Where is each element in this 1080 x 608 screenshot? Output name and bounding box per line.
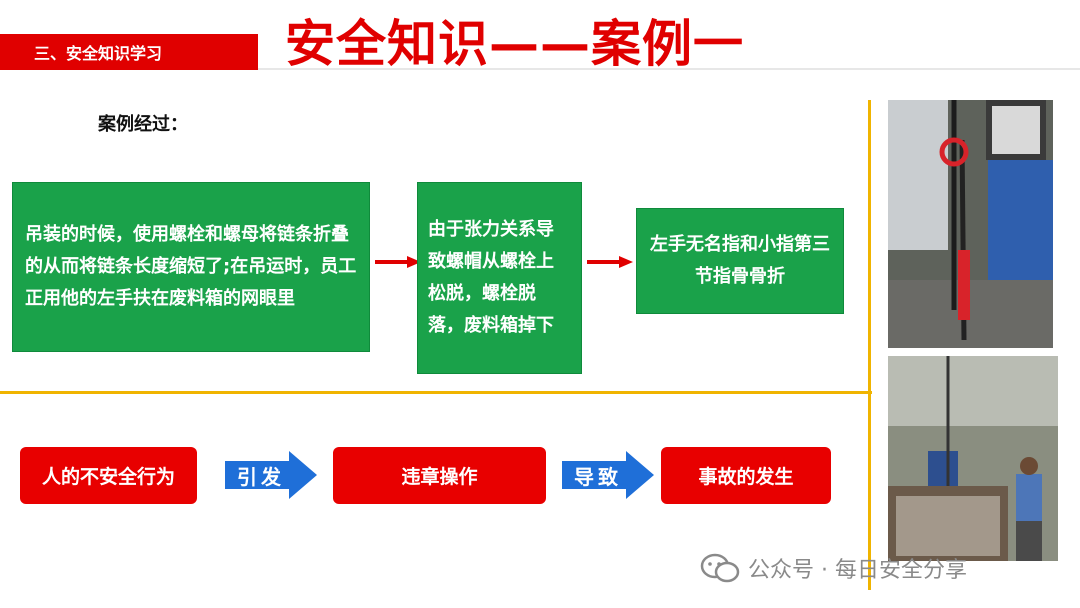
chain-link-cause: 引发 <box>225 451 317 499</box>
chain-node-accident: 事故的发生 <box>661 447 831 504</box>
case-step-3: 左手无名指和小指第三节指骨骨折 <box>636 208 844 314</box>
chain-node-unsafe-behavior: 人的不安全行为 <box>20 447 197 504</box>
case-step-3-text: 左手无名指和小指第三节指骨骨折 <box>647 229 833 293</box>
watermark-text: 公众号 · 每日安全分享 <box>748 552 967 584</box>
chain-link-text: 引发 <box>225 451 297 499</box>
case-label: 案例经过： <box>98 110 188 136</box>
chain-node-text: 事故的发生 <box>698 462 793 489</box>
horizontal-divider <box>0 391 872 394</box>
chain-node-violation: 违章操作 <box>333 447 546 504</box>
case-step-1-text: 吊装的时候，使用螺栓和螺母将链条折叠的从而将链条长度缩短了;在吊运时，员工正用他… <box>25 219 359 315</box>
section-tag-text: 三、安全知识学习 <box>34 40 162 64</box>
case-step-2-text: 由于张力关系导致螺帽从螺栓上松脱，螺栓脱落，废料箱掉下 <box>428 214 571 342</box>
section-tag: 三、安全知识学习 <box>0 34 258 70</box>
page-title: 安全知识——案例一 <box>285 4 744 68</box>
chain-node-text: 违章操作 <box>401 462 477 489</box>
case-step-1: 吊装的时候，使用螺栓和螺母将链条折叠的从而将链条长度缩短了;在吊运时，员工正用他… <box>12 182 370 352</box>
vertical-divider <box>868 100 871 590</box>
photo-chain-hoist <box>888 100 1053 348</box>
red-arrow-icon <box>587 256 633 268</box>
photo-scrap-bin <box>888 356 1058 561</box>
wechat-icon <box>700 553 740 583</box>
watermark: 公众号 · 每日安全分享 <box>700 552 967 584</box>
red-arrow-icon <box>375 256 421 268</box>
chain-node-text: 人的不安全行为 <box>42 462 175 489</box>
chain-link-text: 导致 <box>562 451 634 499</box>
case-step-2: 由于张力关系导致螺帽从螺栓上松脱，螺栓脱落，废料箱掉下 <box>417 182 582 374</box>
chain-link-lead-to: 导致 <box>562 451 654 499</box>
